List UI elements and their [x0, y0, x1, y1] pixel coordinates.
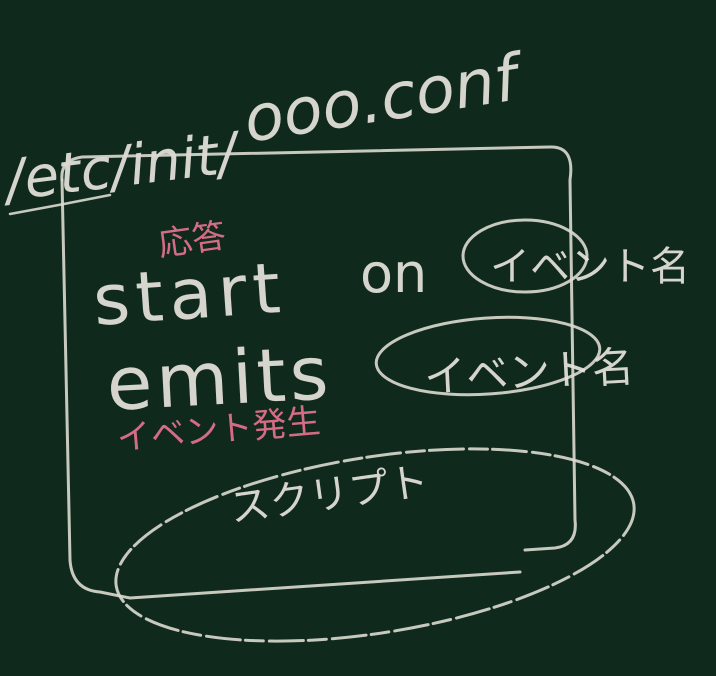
- start-event-label: イベント名: [490, 244, 690, 290]
- start-keyword: start: [90, 247, 288, 342]
- file-frame: [60, 145, 577, 552]
- script-ellipse: [114, 447, 636, 643]
- file-frame-left: [60, 178, 522, 600]
- response-label: 応答: [156, 216, 229, 265]
- file-label: ooo.conf: [239, 40, 531, 157]
- emits-event-label: イベント名: [423, 342, 635, 402]
- start-event-circle: [461, 218, 589, 294]
- emits-keyword: emits: [104, 330, 334, 428]
- on-keyword: on: [360, 242, 427, 305]
- path-label: /etc/init/: [0, 120, 245, 214]
- path-underline: [8, 193, 112, 216]
- emits-event-circle: [374, 315, 602, 397]
- script-label: スクリプト: [227, 459, 431, 532]
